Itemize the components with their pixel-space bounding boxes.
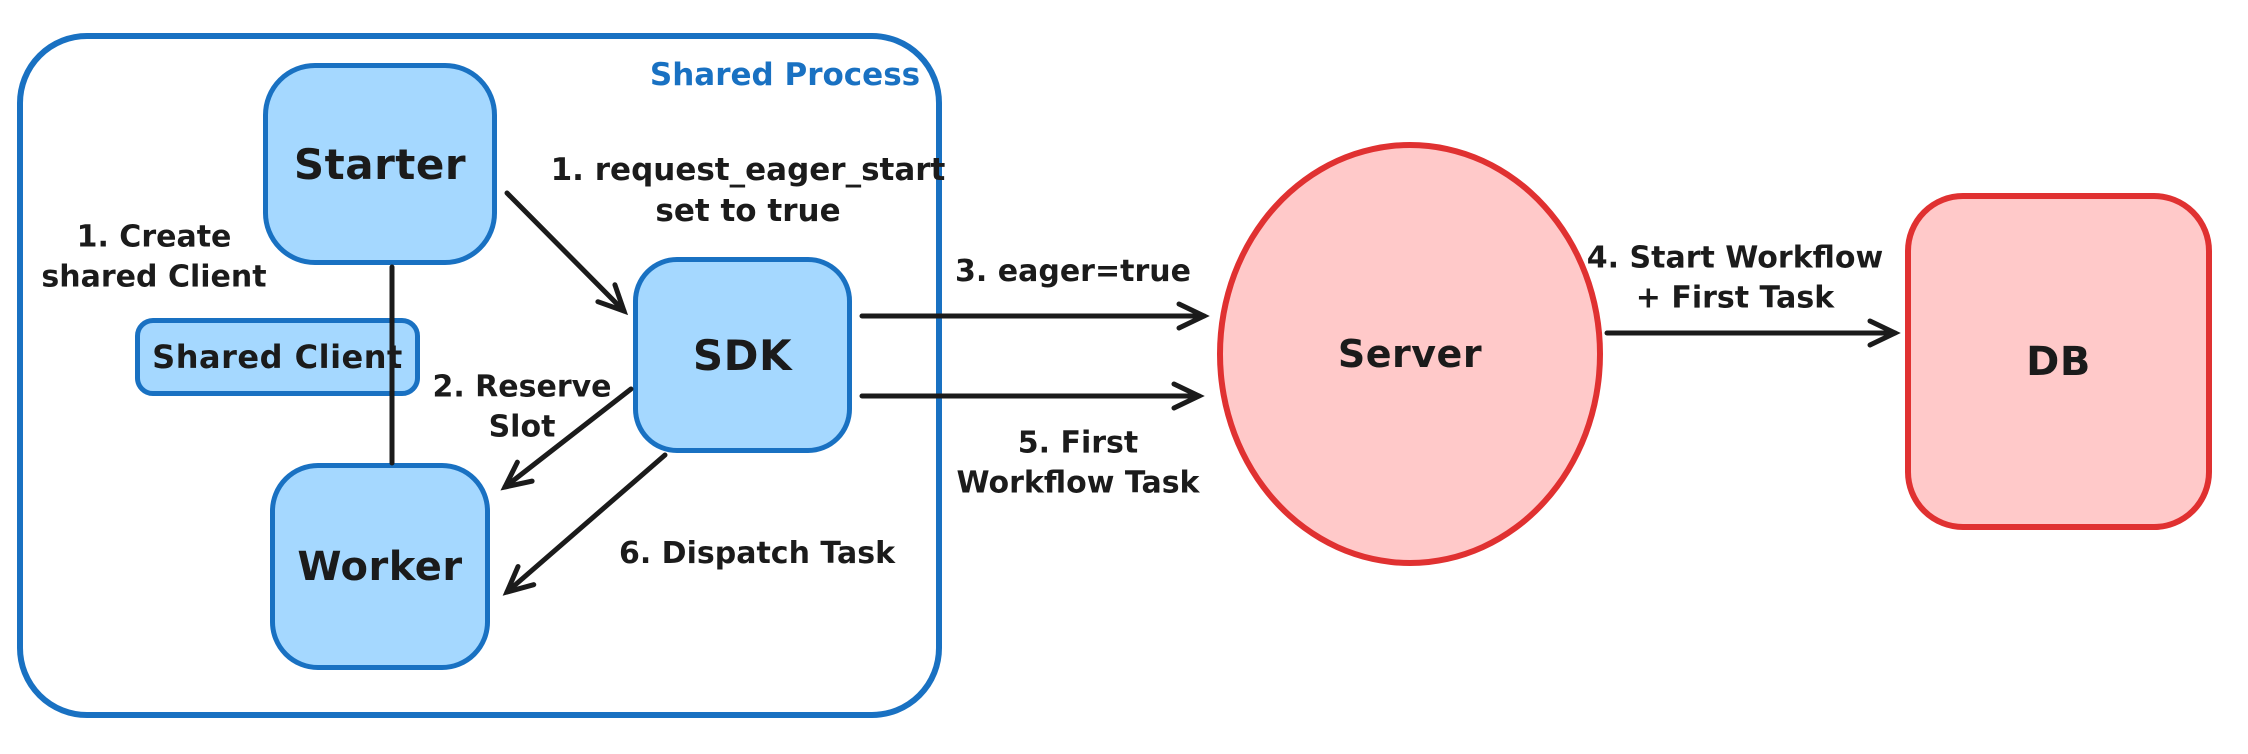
annotation-create-shared-client: 1. Create shared Client [41, 219, 267, 294]
annotation-reserve-slot: 2. Reserve Slot [432, 369, 612, 444]
sdk-label: SDK [692, 330, 793, 380]
worker-node: Worker [270, 463, 490, 670]
shared-process-label: Shared Process [649, 57, 921, 93]
server-node: Server [1217, 142, 1603, 566]
db-node: DB [1905, 193, 2212, 530]
annotation-request-eager-start: 1. request_eager_start set to true [550, 152, 946, 229]
db-label: DB [2026, 338, 2091, 385]
shared-client-label: Shared Client [152, 338, 403, 376]
starter-node: Starter [263, 63, 497, 265]
starter-label: Starter [293, 139, 467, 189]
shared-client-node: Shared Client [135, 318, 420, 396]
annotation-start-workflow-first-task: 4. Start Workflow + First Task [1586, 240, 1884, 315]
annotation-eager-true: 3. eager=true [955, 254, 1191, 290]
sdk-node: SDK [633, 257, 852, 453]
annotation-first-workflow-task: 5. First Workflow Task [956, 425, 1200, 500]
server-label: Server [1337, 332, 1483, 376]
shared-process-container [17, 33, 942, 718]
worker-label: Worker [297, 543, 463, 590]
annotation-dispatch-task: 6. Dispatch Task [618, 536, 896, 572]
